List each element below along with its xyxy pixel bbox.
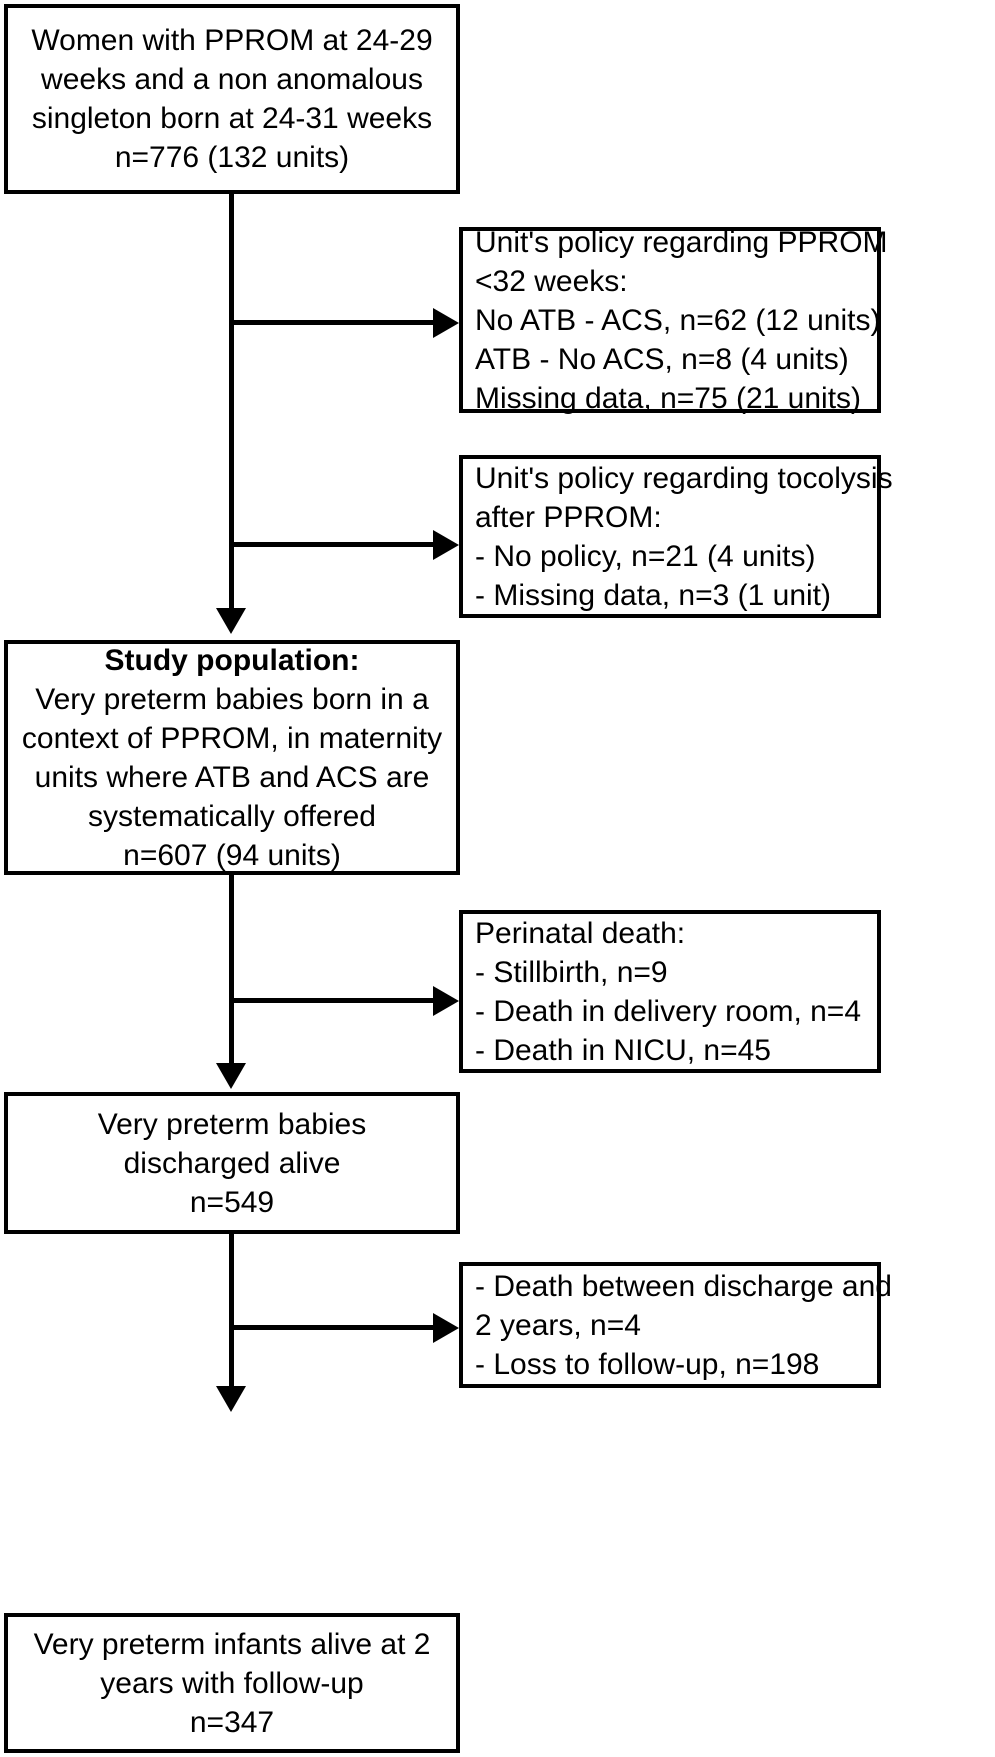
connector-trunk-main [229,194,234,614]
eligible-population-box: Women with PPROM at 24-29 weeks and a no… [4,4,460,194]
exclusion-pprom-line-3: No ATB - ACS, n=62 (12 units) [475,303,881,337]
connector-branch-exclusion-2 [229,542,435,547]
eligible-population-line-1: Women with PPROM at 24-29 [31,24,433,57]
discharged-alive-line-3: n=549 [189,1185,275,1219]
perinatal-death-box: Perinatal death: - Stillbirth, n=9 - Dea… [459,910,881,1073]
loss-followup-line-2: 2 years, n=4 [475,1308,641,1342]
alive-at-two-years-box: Very preterm infants alive at 2 years wi… [4,1613,460,1753]
eligible-population-line-3: singleton born at 24-31 weeks [31,102,433,135]
exclusion-tocolysis-line-3: - No policy, n=21 (4 units) [475,539,816,573]
arrow-into-alive-two-years [216,1386,246,1412]
exclusion-tocolysis-line-4: - Missing data, n=3 (1 unit) [475,578,832,612]
arrow-exclusion-1 [433,308,459,338]
study-population-line-1: Very preterm babies born in a [35,682,429,716]
alive-two-years-line-3: n=347 [189,1705,275,1739]
exclusion-tocolysis-line-1: Unit's policy regarding tocolysis [475,461,893,495]
alive-two-years-line-1: Very preterm infants alive at 2 [33,1627,431,1661]
study-population-box: Study population: Very preterm babies bo… [4,640,460,875]
study-population-heading: Study population: [104,643,360,677]
arrow-into-discharged-alive [216,1063,246,1089]
connector-branch-loss-followup [229,1325,435,1330]
exclusion-tocolysis-line-2: after PPROM: [475,500,662,534]
connector-branch-perinatal-death [229,998,435,1003]
loss-followup-line-1: - Death between discharge and [475,1269,892,1303]
arrow-perinatal-death [433,986,459,1016]
eligible-population-line-4: n=776 (132 units) [114,141,350,174]
arrow-loss-followup [433,1313,459,1343]
study-population-line-4: systematically offered [88,799,376,833]
connector-trunk-to-discharged [229,875,234,1071]
study-population-line-3: units where ATB and ACS are [34,760,430,794]
alive-two-years-line-2: years with follow-up [100,1666,364,1700]
discharged-alive-line-2: discharged alive [123,1146,341,1180]
eligible-population-line-2: weeks and a non anomalous [41,63,423,96]
exclusion-pprom-line-1: Unit's policy regarding PPROM [475,225,888,259]
perinatal-death-line-3: - Death in delivery room, n=4 [475,994,862,1028]
perinatal-death-line-1: Perinatal death: [475,916,686,950]
exclusion-unit-policy-pprom-box: Unit's policy regarding PPROM <32 weeks:… [459,226,888,415]
loss-to-followup-box: - Death between discharge and 2 years, n… [459,1262,892,1388]
perinatal-death-line-2: - Stillbirth, n=9 [475,955,668,989]
exclusion-pprom-line-5: Missing data, n=75 (21 units) [475,381,862,415]
arrow-into-study-population [216,608,246,634]
exclusion-unit-policy-tocolysis-box: Unit's policy regarding tocolysis after … [459,455,893,618]
study-population-line-5: n=607 (94 units) [123,838,341,872]
exclusion-pprom-line-2: <32 weeks: [475,264,628,298]
connector-trunk-to-alive-two-years [229,1234,234,1394]
perinatal-death-line-4: - Death in NICU, n=45 [475,1033,771,1067]
loss-followup-line-3: - Loss to follow-up, n=198 [475,1347,820,1381]
arrow-exclusion-2 [433,530,459,560]
connector-branch-exclusion-1 [229,320,435,325]
study-population-line-2: context of PPROM, in maternity [21,721,443,755]
exclusion-pprom-line-4: ATB - No ACS, n=8 (4 units) [475,342,849,376]
discharged-alive-box: Very preterm babies discharged alive n=5… [4,1092,460,1234]
discharged-alive-line-1: Very preterm babies [97,1107,367,1141]
